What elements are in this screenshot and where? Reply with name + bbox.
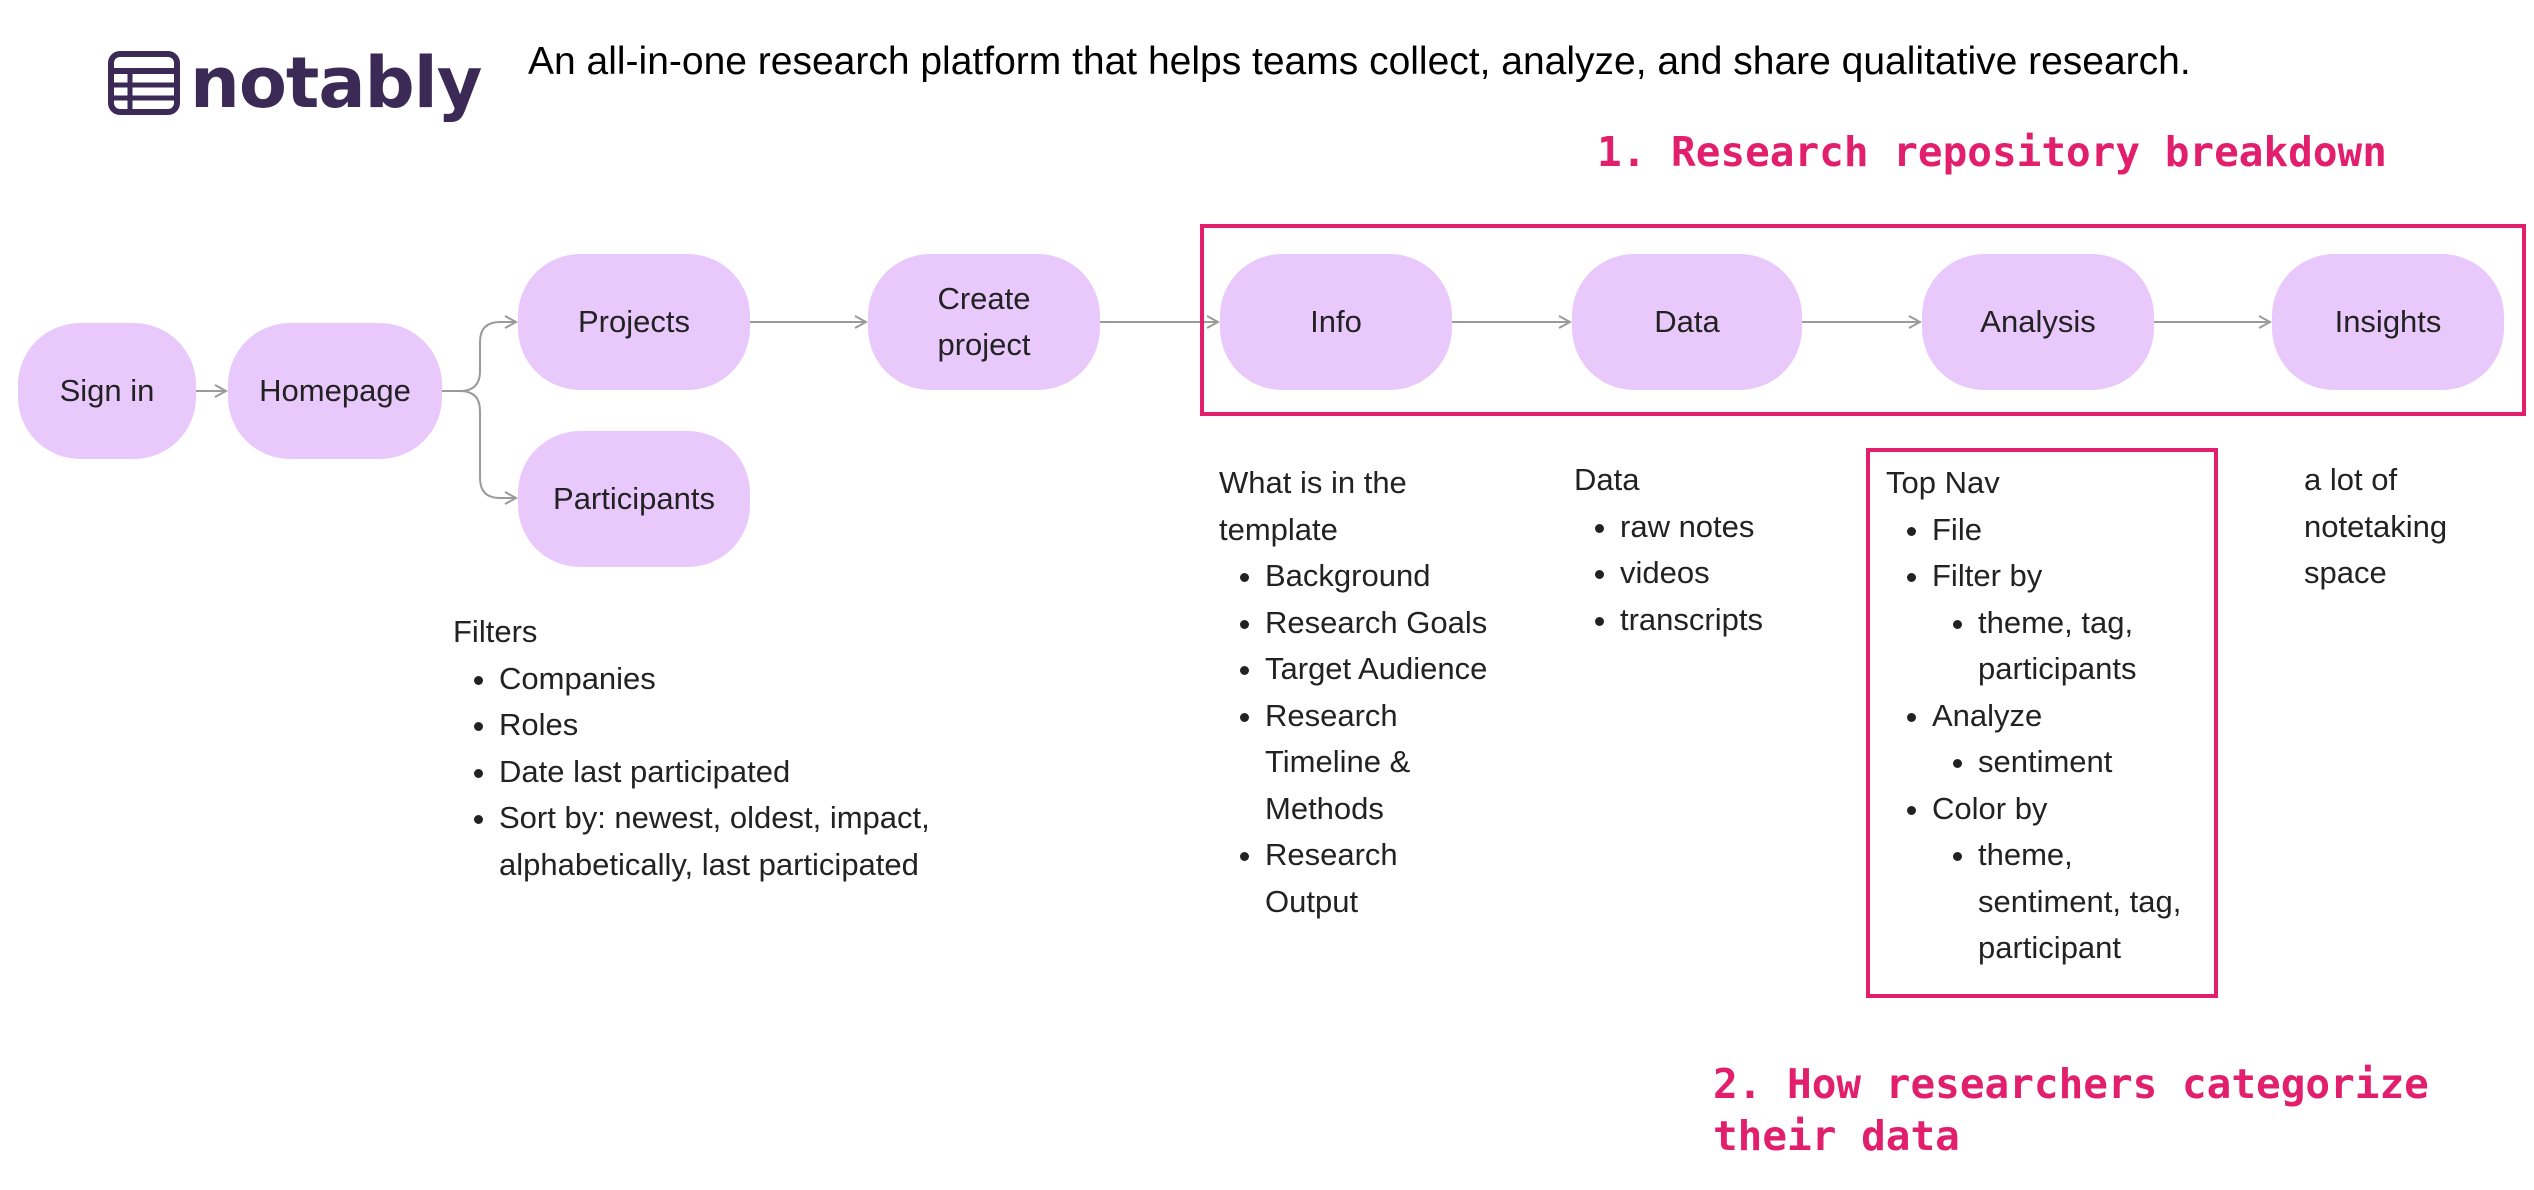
repository-highlight-frame — [1200, 224, 2526, 416]
node-create-project: Create project — [868, 254, 1100, 390]
data-notes: Data raw notes videos transcripts — [1574, 457, 1874, 643]
info-heading: What is in the template — [1219, 465, 1407, 547]
list-item: Research Output — [1265, 832, 1425, 925]
node-info: Info — [1220, 254, 1452, 390]
color-by-label: Color by — [1932, 790, 2048, 826]
list-item: theme, sentiment, tag, participant — [1978, 832, 2218, 972]
analysis-top-nav-notes: Top Nav File Filter by theme, tag, parti… — [1886, 460, 2206, 972]
list-item: Research Timeline & Methods — [1265, 693, 1425, 833]
list-item: videos — [1620, 550, 1874, 597]
tagline: An all-in-one research platform that hel… — [528, 40, 2191, 83]
list-item: Filter by theme, tag, participants — [1932, 553, 2206, 693]
node-participants: Participants — [518, 431, 750, 567]
analyze-label: Analyze — [1932, 697, 2043, 733]
list-item: Target Audience — [1265, 646, 1519, 693]
list-item: File — [1932, 507, 2206, 554]
list-item: transcripts — [1620, 597, 1874, 644]
notably-logo: notably — [108, 42, 482, 124]
info-template-notes: What is in the template Background Resea… — [1219, 460, 1519, 925]
insights-notes: a lot of notetaking space — [2304, 462, 2448, 590]
analysis-highlight-frame — [1866, 448, 2218, 998]
participants-filters: Filters Companies Roles Date last partic… — [453, 609, 973, 888]
annotation-repository: 1. Research repository breakdown — [1597, 128, 2387, 176]
list-item: Date last participated — [499, 749, 973, 796]
list-item: Roles — [499, 702, 973, 749]
node-analysis: Analysis — [1922, 254, 2154, 390]
logo-wordmark: notably — [190, 42, 482, 124]
list-item: Research Goals — [1265, 600, 1519, 647]
filters-heading: Filters — [453, 614, 538, 649]
node-insights: Insights — [2272, 254, 2504, 390]
data-heading: Data — [1574, 462, 1640, 497]
node-data: Data — [1572, 254, 1802, 390]
arrow-homepage-participants — [459, 390, 516, 498]
list-item: raw notes — [1620, 504, 1874, 551]
node-projects: Projects — [518, 254, 750, 390]
list-item: Analyze sentiment — [1932, 693, 2206, 786]
node-homepage: Homepage — [228, 323, 442, 459]
list-item: theme, tag, participants — [1978, 600, 2178, 693]
list-item: sentiment — [1978, 739, 2206, 786]
filter-by-label: Filter by — [1932, 558, 2043, 593]
arrow-homepage-projects — [442, 322, 516, 392]
list-item: Companies — [499, 656, 973, 703]
list-item: Background — [1265, 553, 1519, 600]
list-item: Sort by: newest, oldest, impact, alphabe… — [499, 795, 973, 888]
node-sign-in: Sign in — [18, 323, 196, 459]
annotation-categorize: 2. How researchers categorize their data — [1713, 1060, 2429, 1160]
top-nav-heading: Top Nav — [1886, 465, 2000, 500]
table-document-icon — [108, 51, 180, 115]
list-item: Color by theme, sentiment, tag, particip… — [1932, 786, 2206, 972]
